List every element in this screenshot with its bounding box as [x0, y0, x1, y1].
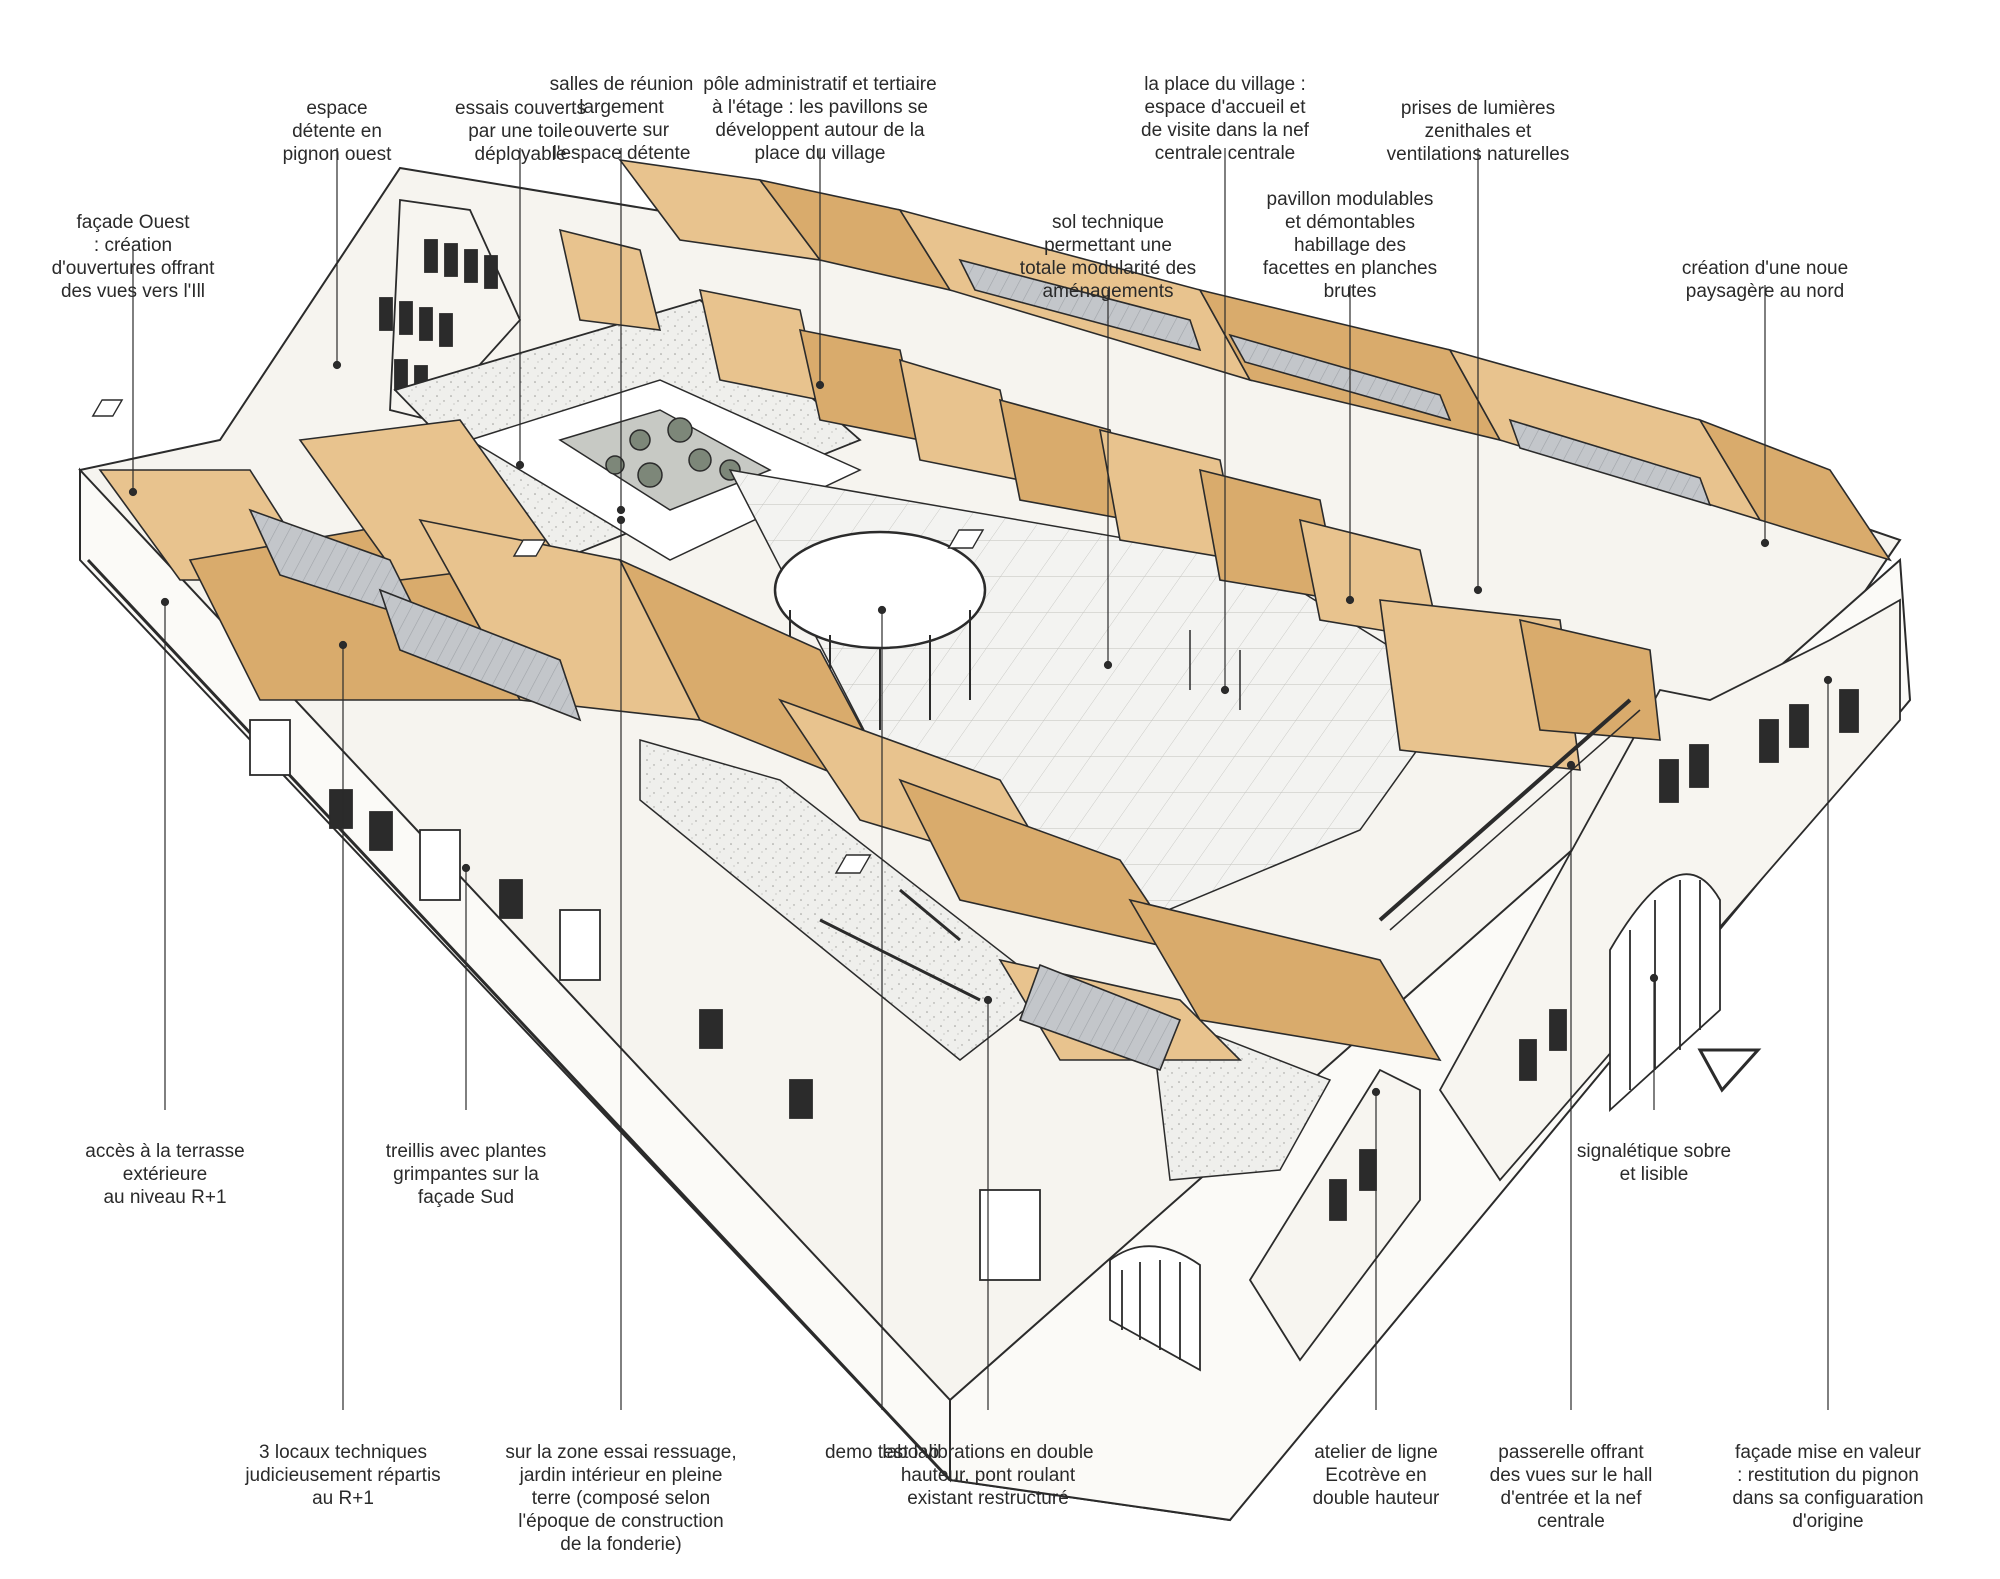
label-signaletique: signalétique sobre et lisible — [1576, 1141, 1732, 1185]
label-demo-test-lab: demo test lab — [824, 1442, 940, 1463]
skylight — [958, 258, 1202, 352]
label-pole-administratif: pôle administratif et tertiaire à l'étag… — [703, 74, 937, 164]
label-atelier-ligne: atelier de ligne Ecotrève en double haut… — [1312, 1442, 1440, 1509]
east-gable-facade — [1248, 598, 1901, 1362]
label-facade-valeur: façade mise en valeur : restitution du p… — [1732, 1442, 1924, 1532]
label-facade-ouest: façade Ouest : création d'ouvertures off… — [51, 212, 215, 302]
label-acces-terrasse: accès à la terrasse extérieure au niveau… — [85, 1141, 245, 1208]
zenithal-openings — [91, 399, 985, 874]
skylight — [378, 588, 582, 722]
label-treillis-plantes: treillis avec plantes grimpantes sur la … — [385, 1141, 547, 1208]
label-passerelle: passerelle offrant des vues sur le hall … — [1489, 1442, 1653, 1532]
label-pavillon-modulables: pavillon modulables et démontables habil… — [1262, 189, 1438, 302]
pavilions-north — [558, 228, 1661, 771]
label-essais-couverts: essais couverts par une toile déployable — [455, 98, 586, 165]
label-labo-vibrations: labo vibrations en double hauteur, pont … — [882, 1442, 1094, 1509]
label-espace-detente: espace détente en pignon ouest — [282, 98, 392, 165]
label-prises-lumieres: prises de lumières zenithales et ventila… — [1386, 98, 1570, 165]
south-facade-openings — [249, 719, 1201, 1372]
label-salles-reunion: salles de réunion largement ouverte sur … — [549, 74, 694, 164]
entrance-marker — [1697, 1048, 1762, 1093]
skylight — [1508, 418, 1712, 507]
labo-vibrations-floor — [639, 739, 1052, 1061]
label-sol-technique: sol technique permettant une totale modu… — [1019, 212, 1197, 302]
label-locaux-techniques: 3 locaux techniques judicieusement répar… — [245, 1442, 441, 1509]
demo-test-lab-roof — [773, 530, 987, 650]
south-roof-row — [98, 419, 1442, 1072]
label-zone-essai-ressuage: sur la zone essai ressuage, jardin intér… — [505, 1442, 737, 1555]
north-roof-row — [618, 158, 1892, 562]
skylight — [1228, 333, 1452, 422]
leader-lines — [128, 148, 1833, 1410]
passerelle — [1378, 698, 1632, 922]
skylight — [1018, 963, 1182, 1072]
label-noue-paysagere: création d'une noue paysagère au nord — [1681, 258, 1849, 302]
label-place-village: la place du village : espace d'accueil e… — [1141, 74, 1309, 164]
